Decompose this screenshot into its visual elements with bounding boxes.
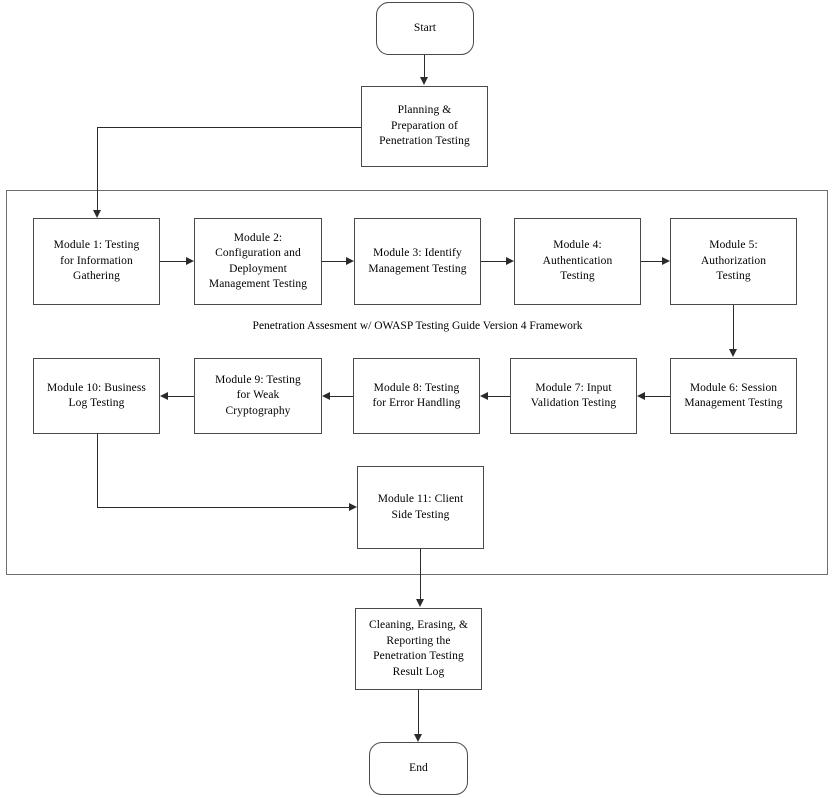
connector-module4-to-module5 xyxy=(641,261,662,262)
start-node[interactable]: Start xyxy=(376,2,474,55)
framework-caption: Penetration Assesment w/ OWASP Testing G… xyxy=(252,320,583,332)
connector-module3-to-module4 xyxy=(481,261,506,262)
arrowhead-right-icon xyxy=(346,257,354,265)
module-1-node[interactable]: Module 1: Testing for Information Gather… xyxy=(33,218,160,305)
module-9-node[interactable]: Module 9: Testing for Weak Cryptography xyxy=(194,358,322,434)
connector-module8-to-module9 xyxy=(330,396,353,397)
module-8-node[interactable]: Module 8: Testing for Error Handling xyxy=(353,358,480,434)
arrowhead-right-icon xyxy=(662,257,670,265)
module-4-node[interactable]: Module 4: Authentication Testing xyxy=(514,218,641,305)
planning-preparation-node[interactable]: Planning & Preparation of Penetration Te… xyxy=(361,86,488,167)
arrowhead-left-icon xyxy=(322,392,330,400)
connector-module2-to-module3 xyxy=(322,261,346,262)
connector-module5-to-module6 xyxy=(733,305,734,350)
arrowhead-right-icon xyxy=(349,503,357,511)
owasp-framework-group-box xyxy=(6,190,828,575)
arrowhead-down-icon xyxy=(729,349,737,357)
connector-module7-to-module8 xyxy=(488,396,510,397)
connector-module10-down xyxy=(97,434,98,507)
arrowhead-left-icon xyxy=(637,392,645,400)
arrowhead-right-icon xyxy=(506,257,514,265)
connector-module1-to-module2 xyxy=(160,261,186,262)
connector-module11-to-cleaning xyxy=(420,549,421,600)
connector-planning-down-to-module1 xyxy=(97,127,98,211)
arrowhead-down-icon xyxy=(416,599,424,607)
connector-module6-to-module7 xyxy=(645,396,670,397)
connector-module9-to-module10 xyxy=(168,396,194,397)
module-10-node[interactable]: Module 10: Business Log Testing xyxy=(33,358,160,434)
connector-module10-to-module11-horizontal xyxy=(97,507,349,508)
end-node[interactable]: End xyxy=(369,742,468,795)
arrowhead-right-icon xyxy=(186,257,194,265)
connector-start-to-planning xyxy=(424,55,425,78)
module-6-node[interactable]: Module 6: Session Management Testing xyxy=(670,358,797,434)
module-5-node[interactable]: Module 5: Authorization Testing xyxy=(670,218,797,305)
connector-planning-left-horizontal xyxy=(97,127,361,128)
cleaning-reporting-node[interactable]: Cleaning, Erasing, & Reporting the Penet… xyxy=(355,608,482,690)
module-7-node[interactable]: Module 7: Input Validation Testing xyxy=(510,358,637,434)
arrowhead-down-icon xyxy=(93,210,101,218)
connector-cleaning-to-end xyxy=(418,690,419,735)
module-2-node[interactable]: Module 2: Configuration and Deployment M… xyxy=(194,218,322,305)
module-11-node[interactable]: Module 11: Client Side Testing xyxy=(357,466,484,549)
arrowhead-down-icon xyxy=(420,77,428,85)
module-3-node[interactable]: Module 3: Identify Management Testing xyxy=(354,218,481,305)
arrowhead-left-icon xyxy=(160,392,168,400)
arrowhead-down-icon xyxy=(414,734,422,742)
arrowhead-left-icon xyxy=(480,392,488,400)
